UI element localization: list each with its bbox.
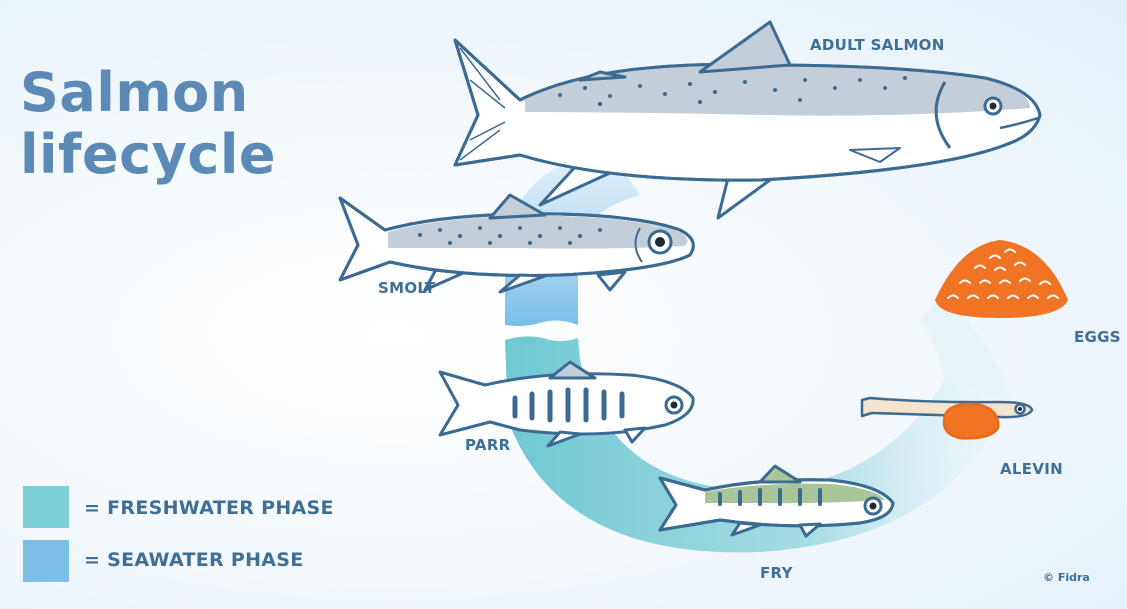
seawater-legend-label: = SEAWATER PHASE [84, 549, 304, 571]
credit-text: © Fidra [1043, 571, 1090, 584]
alevin-label: ALEVIN [1000, 460, 1063, 478]
eggs-illustration [935, 240, 1068, 318]
alevin-illustration [862, 398, 1032, 438]
freshwater-legend-label: = FRESHWATER PHASE [84, 497, 334, 519]
fry-label: FRY [760, 564, 793, 582]
eggs-label: EGGS [1074, 328, 1121, 346]
smolt-illustration [340, 195, 693, 292]
seawater-swatch [23, 540, 69, 582]
parr-illustration [440, 362, 693, 446]
adult-salmon-label: ADULT SALMON [810, 36, 945, 54]
smolt-label: SMOLT [378, 279, 435, 297]
parr-label: PARR [465, 436, 511, 454]
freshwater-swatch [23, 486, 69, 528]
